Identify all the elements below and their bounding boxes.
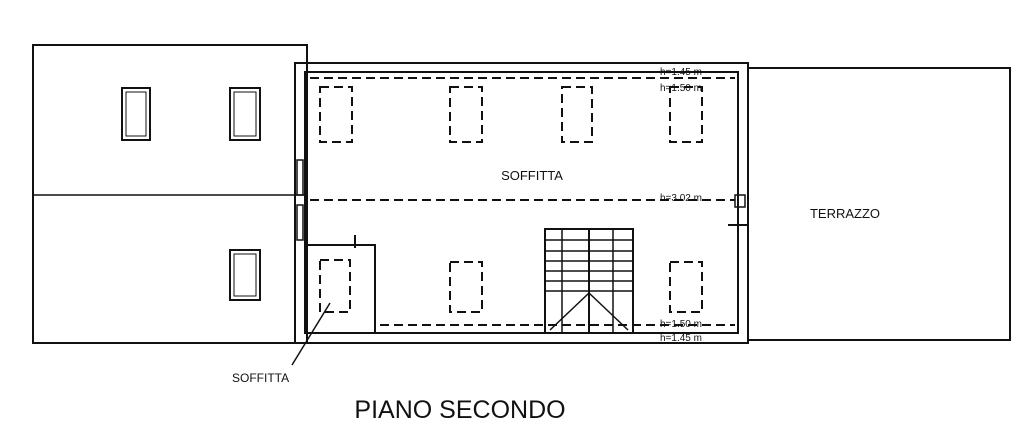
height-label: h=1.50 m bbox=[660, 83, 702, 94]
height-label: h=1.45 m bbox=[660, 333, 702, 344]
window bbox=[229, 249, 261, 301]
callout-label-soffitta: SOFFITTA bbox=[232, 371, 289, 385]
room-label-terrazzo: TERRAZZO bbox=[810, 206, 880, 221]
room-label-soffitta: SOFFITTA bbox=[501, 168, 563, 183]
attic-room: SOFFITTA h=1.45 m h=1.50 m h=3.02 m h=1.… bbox=[294, 62, 749, 344]
window bbox=[121, 87, 151, 141]
leader-line bbox=[291, 302, 331, 366]
height-label: h=1.45 m bbox=[660, 67, 702, 78]
staircase bbox=[544, 228, 634, 334]
left-building bbox=[32, 44, 308, 344]
plan-title: PIANO SECONDO bbox=[354, 396, 565, 424]
height-label: h=3.02 m bbox=[660, 193, 702, 204]
terrace: TERRAZZO bbox=[747, 67, 1011, 341]
window bbox=[229, 87, 261, 141]
height-label: h=1.50 m bbox=[660, 319, 702, 330]
